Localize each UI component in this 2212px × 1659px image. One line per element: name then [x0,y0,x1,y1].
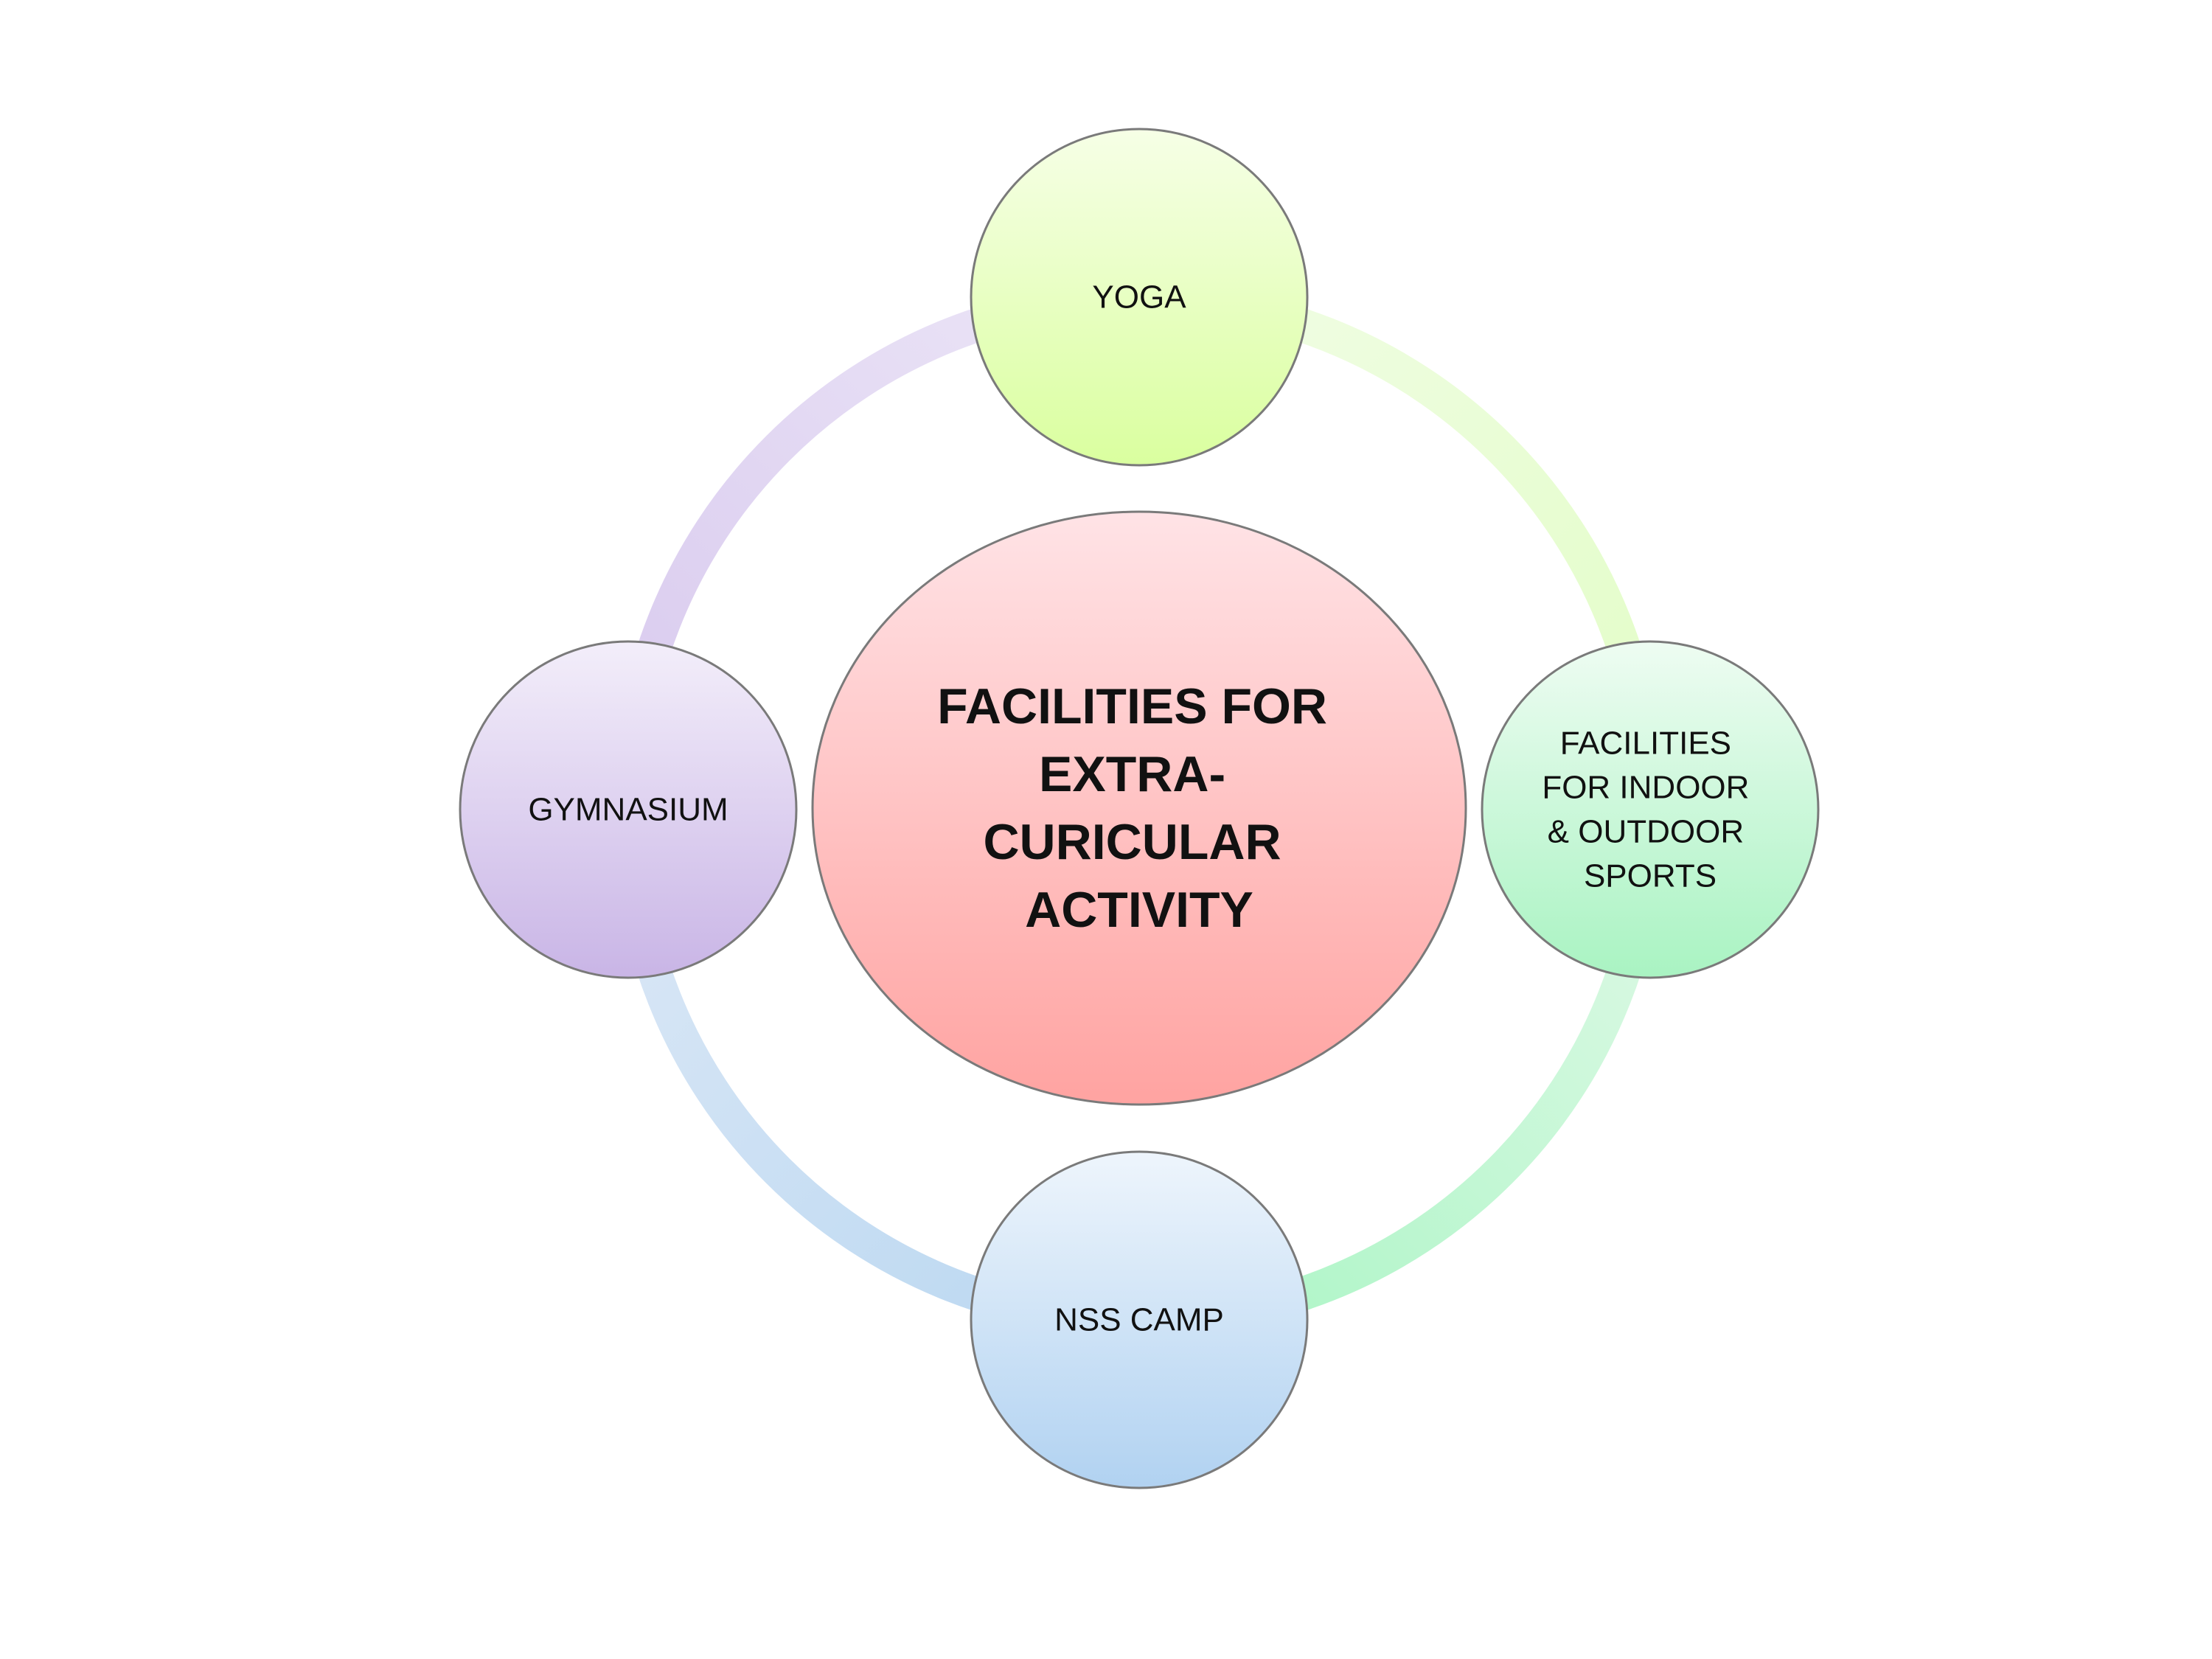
node-label: GYMNASIUM [528,792,728,828]
center-label-line: ACTIVITY [1025,882,1253,938]
node-label: NSS CAMP [1054,1302,1224,1338]
node-circle [459,640,798,979]
node-gymnasium: GYMNASIUM [459,640,798,979]
node-circle [970,1150,1309,1489]
node-nss-camp: NSS CAMP [970,1150,1309,1489]
center-label-line: EXTRA- [1039,746,1225,802]
node-facilities-sports: FACILITIES FOR INDOOR & OUTDOOR SPORTS [1481,640,1820,979]
center-label: FACILITIES FOR EXTRA- CURICULAR ACTIVITY [937,661,1341,938]
node-circle [1481,640,1820,979]
node-label: YOGA [1092,279,1186,316]
node-label-line: SPORTS [1584,858,1717,894]
node-label-line: YOGA [1092,279,1186,316]
center-label-line: CURICULAR [983,814,1281,870]
center-node: FACILITIES FOR EXTRA- CURICULAR ACTIVITY [811,510,1467,1106]
node-label-line: FACILITIES [1560,726,1731,762]
center-label-line: FACILITIES FOR [937,678,1327,734]
node-label-line: & OUTDOOR [1548,814,1744,850]
node-label-line: GYMNASIUM [528,792,728,828]
node-yoga: YOGA [970,128,1309,467]
node-circle [970,128,1309,467]
center-circle [811,510,1467,1106]
node-label: FACILITIES FOR INDOOR & OUTDOOR SPORTS [1542,714,1758,894]
node-label-line: FOR INDOOR [1542,770,1749,806]
node-label-line: NSS CAMP [1054,1302,1224,1338]
